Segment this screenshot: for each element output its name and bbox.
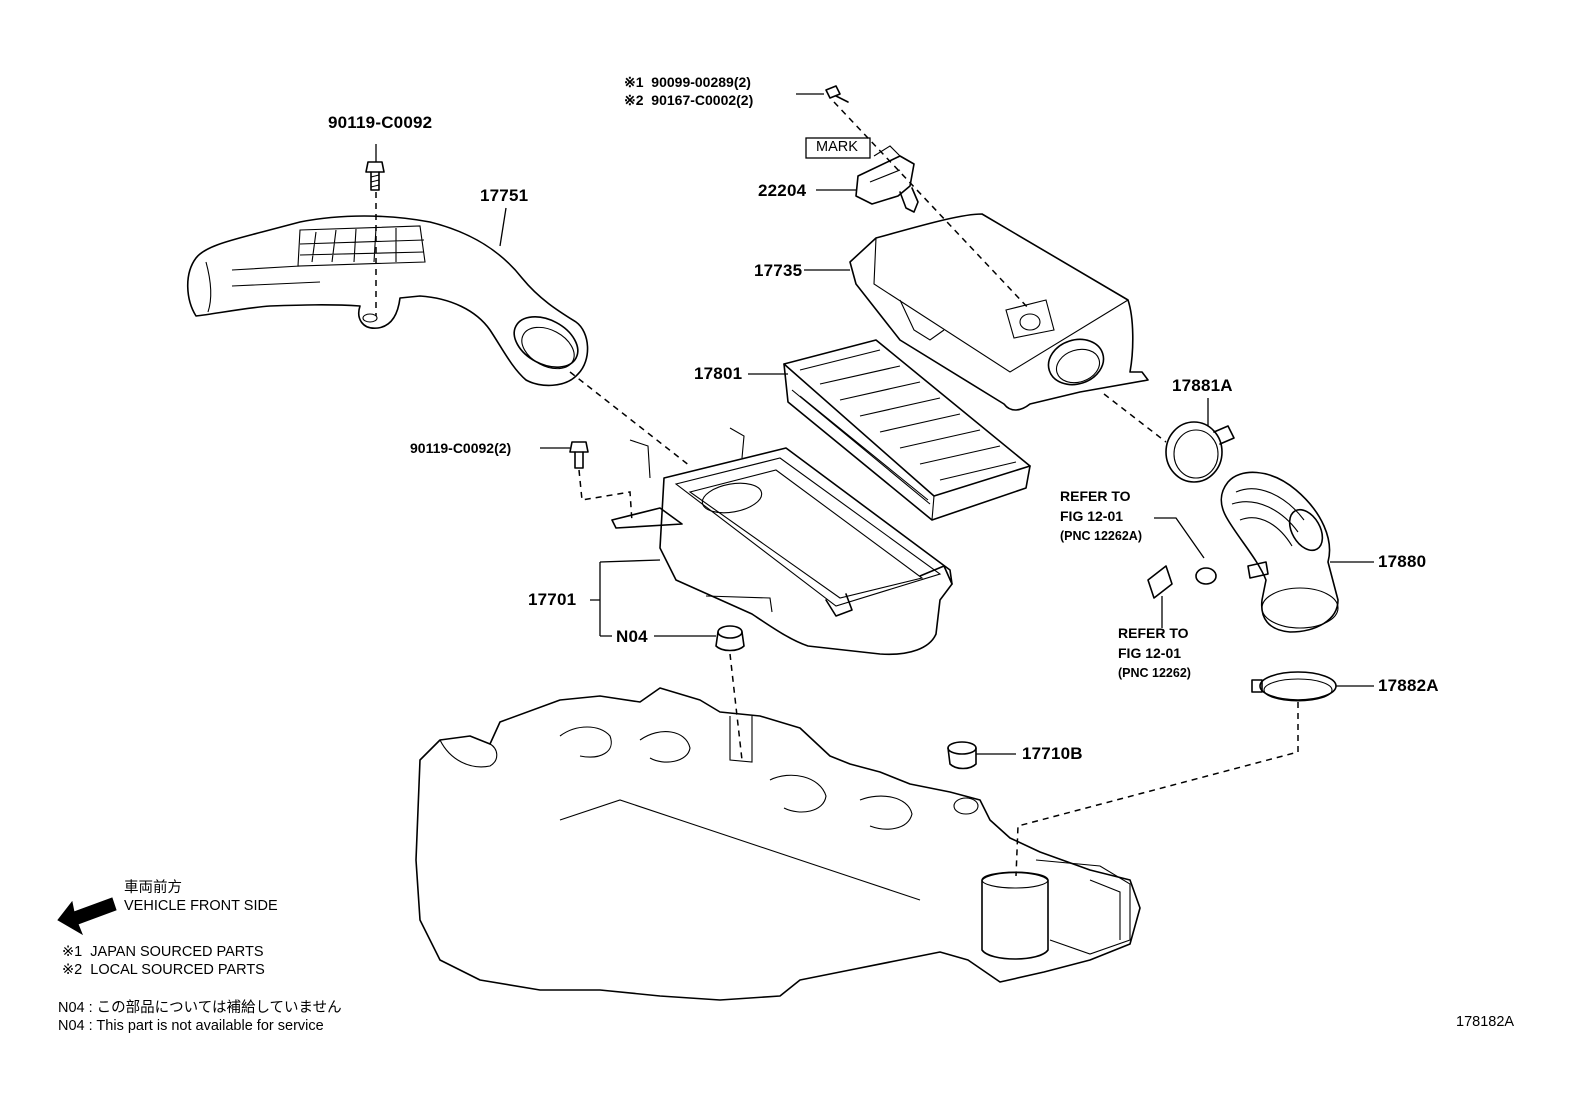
engine-outline-drawing	[415, 687, 1141, 1001]
callout-filter-element: 17801	[694, 364, 743, 383]
callout-bolt-mid: 90119-C0092(2)	[410, 440, 512, 456]
filter-element-drawing	[783, 339, 1031, 521]
refer-note-1-line1: REFER TO	[1060, 488, 1131, 504]
sensor-drawing	[855, 145, 919, 213]
refer-note-2-line2: FIG 12-01	[1118, 645, 1182, 661]
case-cap-drawing	[849, 213, 1149, 411]
callout-bolt-top: 90119-C0092	[328, 113, 433, 132]
legend-front-en: VEHICLE FRONT SIDE	[124, 898, 278, 914]
callout-n04: N04	[616, 627, 648, 646]
breather-drawing	[1147, 565, 1217, 599]
leader-lines	[375, 93, 1374, 755]
bolt-mid-drawing	[569, 441, 589, 469]
mark-box-frame	[805, 137, 871, 159]
legend-n04-en: N04 : This part is not available for ser…	[58, 1018, 324, 1034]
legend-note-local: ※2 LOCAL SOURCED PARTS	[62, 962, 265, 978]
refer-note-2-line1: REFER TO	[1118, 625, 1189, 641]
callout-sensor: 22204	[758, 181, 807, 200]
callout-mark: MARK	[816, 139, 858, 155]
intake-duct-drawing	[186, 215, 589, 387]
legend-n04-jp: N04 : この部品については補給していません	[58, 1000, 342, 1016]
front-direction-arrow	[57, 897, 117, 936]
refer-note-1-line2: FIG 12-01	[1060, 508, 1124, 524]
refer-note-2-line3: (PNC 12262)	[1118, 666, 1191, 680]
hose-drawing	[1220, 471, 1339, 633]
screw-top-drawing	[825, 85, 849, 103]
case-body-drawing	[611, 427, 953, 656]
clamp-lower-drawing	[1251, 671, 1337, 702]
grommet-drawing	[947, 741, 977, 770]
callout-hose: 17880	[1378, 552, 1427, 571]
callout-screw-line2: ※2 90167-C0002(2)	[624, 92, 754, 108]
clamp-upper-drawing	[1165, 421, 1235, 483]
bolt-top-drawing	[365, 161, 385, 191]
callout-screw-line1: ※1 90099-00289(2)	[624, 74, 751, 90]
n04-grommet-drawing	[715, 625, 745, 652]
callout-clamp-upper: 17881A	[1172, 376, 1233, 395]
callout-grommet: 17710B	[1022, 744, 1083, 763]
legend-note-japan: ※1 JAPAN SOURCED PARTS	[62, 944, 264, 960]
callout-inlet-duct: 17751	[480, 186, 529, 205]
callout-case-body: 17701	[528, 590, 577, 609]
callout-clamp-lower: 17882A	[1378, 676, 1439, 695]
refer-note-1-line3: (PNC 12262A)	[1060, 529, 1142, 543]
legend-front-jp: 車両前方	[124, 880, 182, 896]
callout-case-cap: 17735	[754, 261, 803, 280]
figure-id: 178182A	[1456, 1014, 1515, 1030]
assembly-lines	[375, 101, 1299, 877]
